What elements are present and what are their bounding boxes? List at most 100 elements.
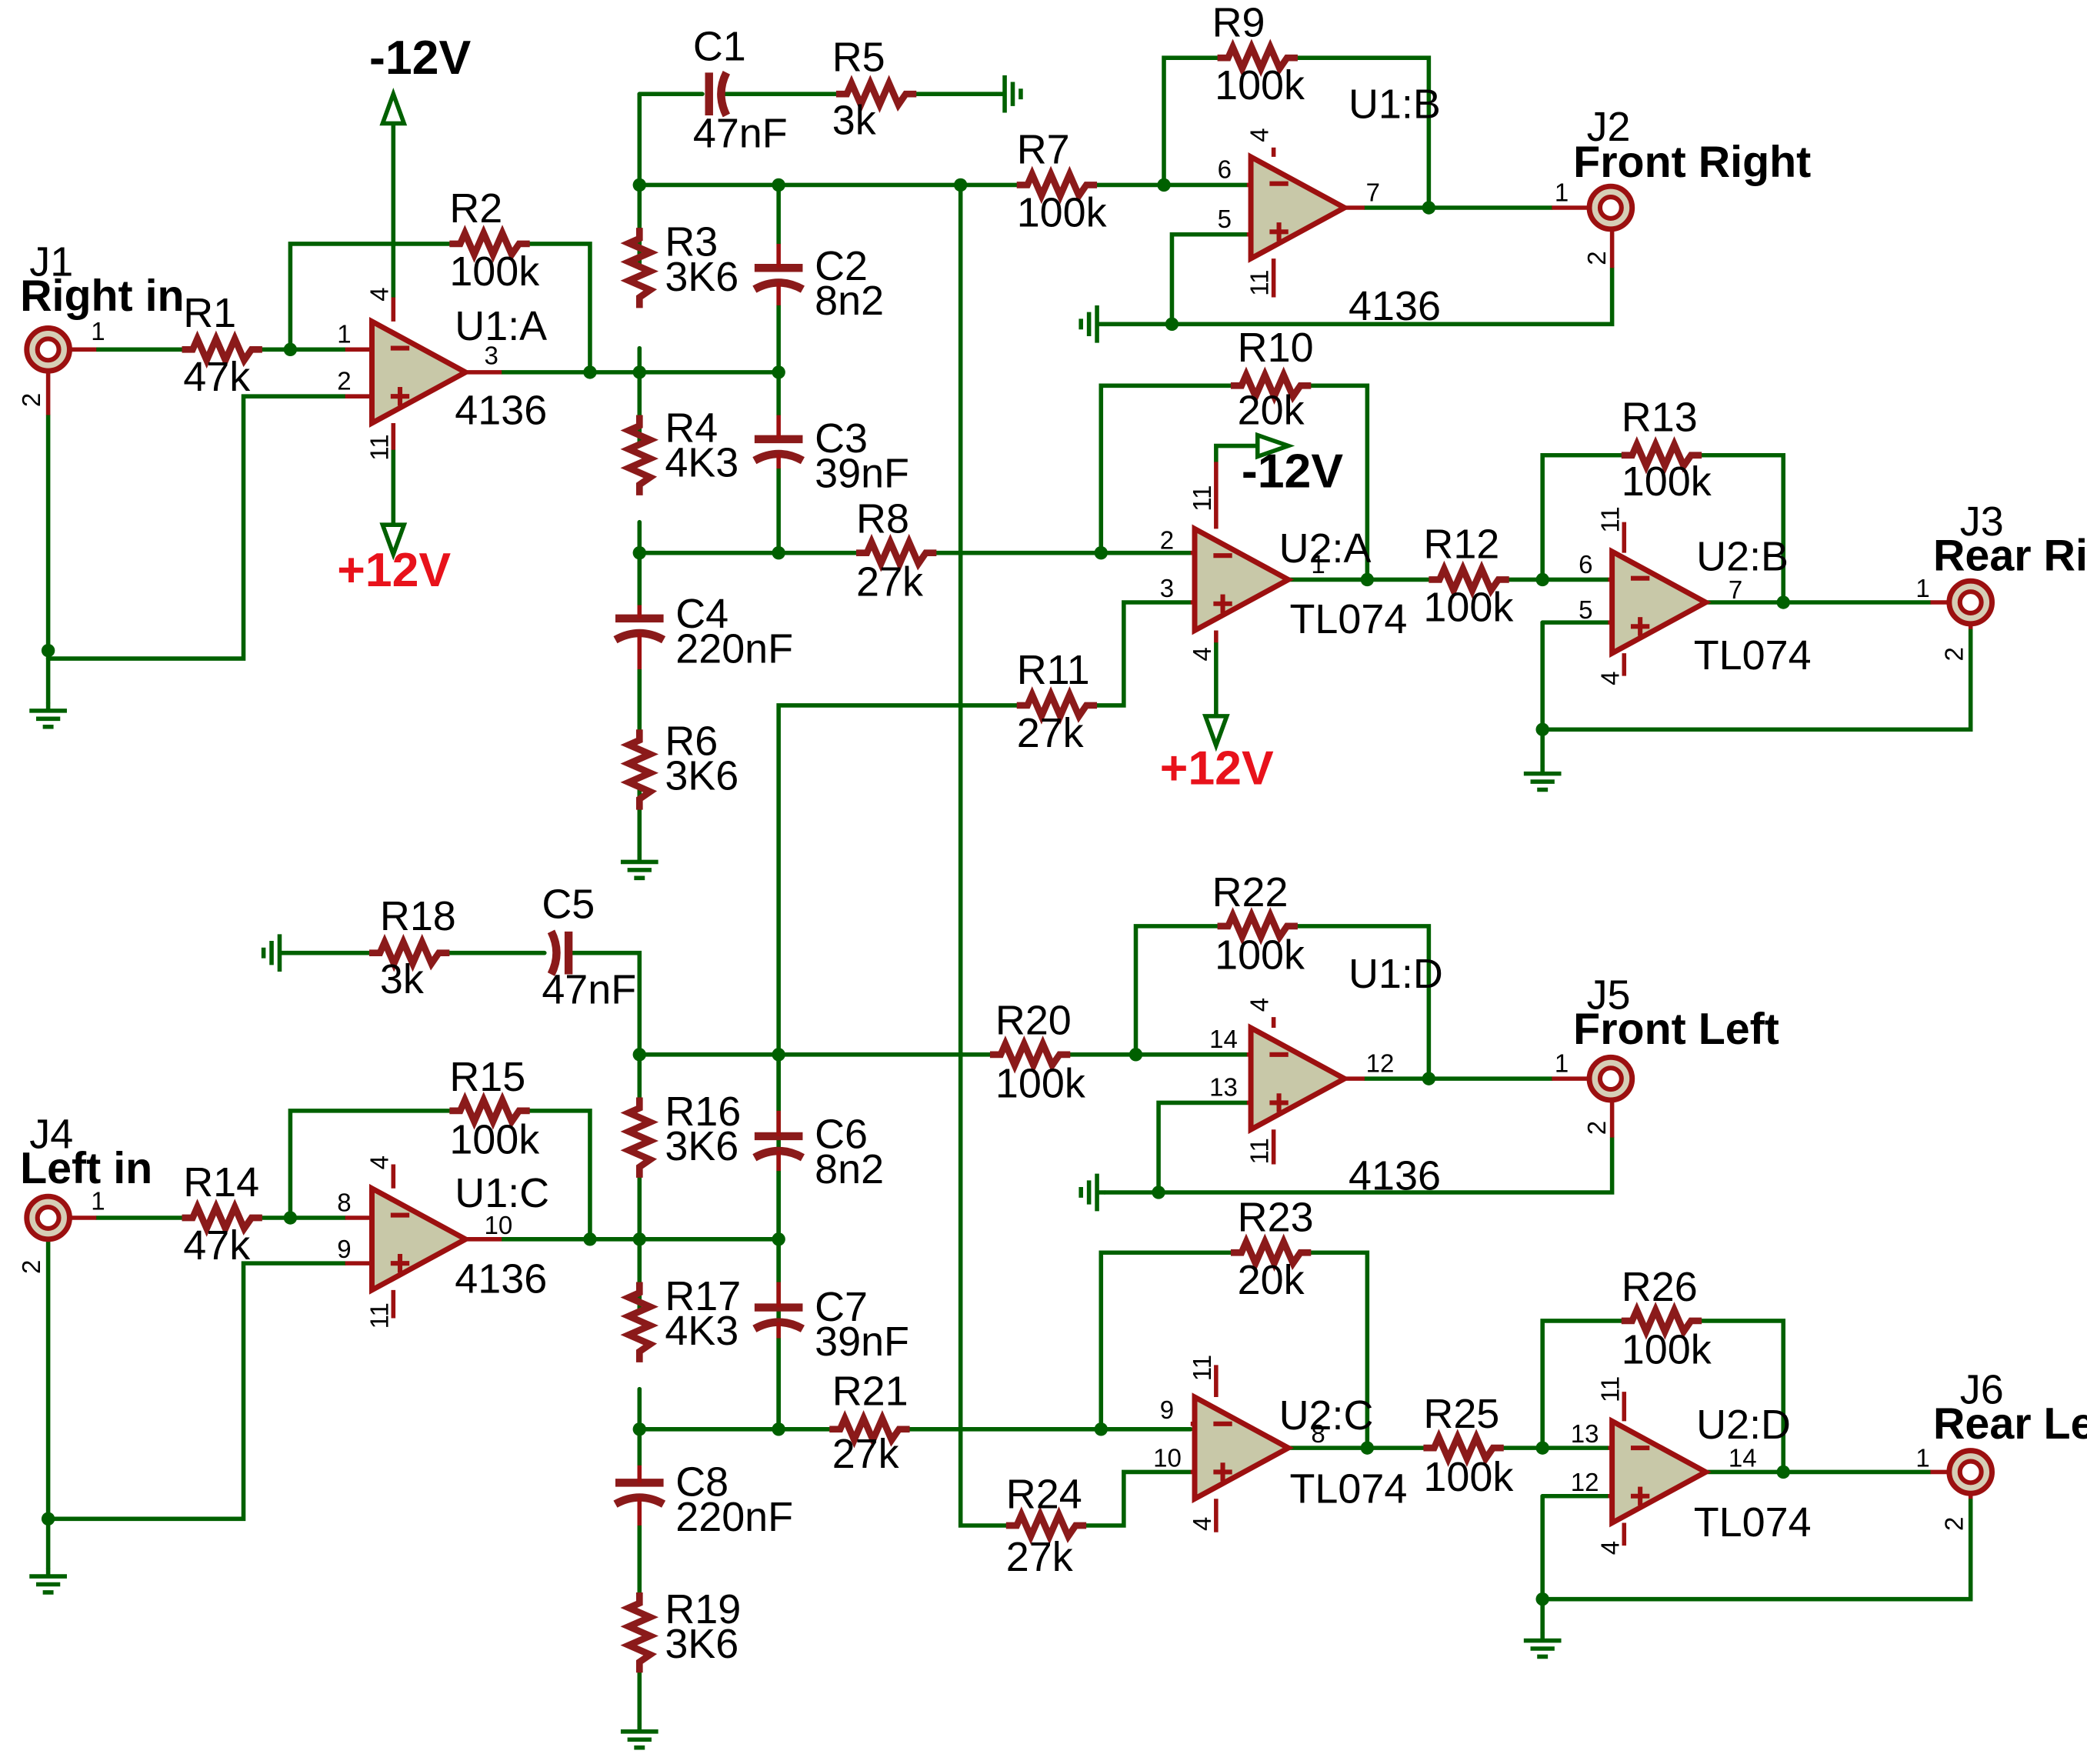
capacitor-c8	[613, 1465, 666, 1526]
pin-number: 2	[18, 1260, 46, 1274]
resistor-ref: R21	[832, 1368, 908, 1414]
pos-supply-label: +12V	[337, 543, 451, 597]
opamp-ref: U2:D	[1696, 1402, 1791, 1448]
jack-ref: J5	[1587, 972, 1631, 1019]
capacitor-value: 47nF	[542, 967, 636, 1013]
opamp-part: TL074	[1289, 596, 1407, 642]
capacitor-ref: C1	[693, 24, 746, 70]
opamp-ref: U2:C	[1279, 1392, 1374, 1439]
resistor-value: 27k	[1006, 1534, 1074, 1580]
jack-j6	[1930, 1448, 1995, 1499]
neg-supply-label: -12V	[369, 31, 471, 85]
pin-number: 4	[1189, 1517, 1217, 1531]
pin-number: 2	[1940, 647, 1969, 661]
pos-supply-arrow	[1202, 714, 1230, 752]
pin-number: 11	[1596, 506, 1625, 532]
jack-j2	[1552, 183, 1635, 268]
neg-supply-arrow	[379, 88, 408, 126]
resistor-value: 100k	[1215, 62, 1305, 108]
pin-number: 2	[337, 368, 351, 396]
capacitor-ref: C8	[675, 1459, 728, 1506]
resistor-ref: R20	[995, 998, 1072, 1044]
resistor-value: 4K3	[665, 440, 738, 486]
resistor-r6	[628, 729, 650, 809]
resistor-ref: R23	[1238, 1194, 1314, 1240]
capacitor-ref: C7	[815, 1284, 868, 1330]
pin-number: 2	[1940, 1517, 1969, 1531]
pin-number: 9	[337, 1235, 351, 1264]
resistor-ref: R6	[665, 718, 718, 764]
opamp-part: 4136	[455, 1255, 547, 1302]
resistor-ref: R16	[665, 1089, 741, 1135]
resistor-value: 100k	[1017, 189, 1108, 235]
capacitor-value: 39nF	[815, 1319, 909, 1365]
ground-symbol	[29, 1569, 67, 1592]
capacitor-c1	[705, 71, 731, 118]
pin-number: 7	[1729, 576, 1742, 605]
pin-number: 4	[365, 1155, 394, 1169]
pin-number: 4	[365, 287, 394, 301]
opamp-part: TL074	[1694, 632, 1812, 679]
pos-supply-label: +12V	[1160, 742, 1274, 795]
resistor-value: 27k	[1017, 710, 1085, 756]
pos-supply-arrow	[379, 522, 408, 561]
pin-number: 8	[337, 1189, 351, 1217]
pin-number: 4	[1246, 998, 1275, 1012]
ground-symbol	[1079, 1173, 1105, 1212]
opamp-ref: U1:B	[1349, 81, 1441, 127]
opamp-part: TL074	[1289, 1466, 1407, 1512]
resistor-ref: R25	[1423, 1391, 1499, 1437]
opamp-u2a	[1190, 462, 1289, 643]
ground-symbol	[1524, 765, 1562, 789]
resistor-ref: R4	[665, 405, 718, 451]
pin-number: 2	[1583, 1121, 1612, 1135]
pin-number: 9	[1160, 1396, 1174, 1425]
capacitor-value: 47nF	[693, 111, 788, 157]
opamp-ref: U1:C	[455, 1170, 549, 1216]
resistor-ref: R14	[183, 1159, 259, 1205]
ground-symbol	[261, 934, 288, 972]
capacitor-value: 39nF	[815, 450, 909, 496]
opamp-part: TL074	[1694, 1499, 1812, 1546]
resistor-r19	[628, 1592, 650, 1672]
pin-number: 2	[1160, 526, 1174, 555]
resistor-value: 3K6	[665, 753, 738, 799]
pin-number: 1	[1555, 1049, 1569, 1078]
jack-name: Left in	[20, 1144, 152, 1193]
opamp-ref: U1:D	[1349, 951, 1443, 997]
resistor-r16	[628, 1097, 650, 1177]
pin-number: 14	[1729, 1444, 1757, 1472]
resistor-value: 100k	[1622, 459, 1712, 505]
resistor-ref: R5	[832, 35, 885, 81]
pin-number: 6	[1579, 551, 1592, 579]
opamp-u2c	[1190, 1365, 1289, 1532]
pin-number: 1	[1311, 551, 1325, 579]
resistor-r4	[628, 415, 650, 495]
pin-number: 11	[365, 1302, 394, 1329]
pin-number: 11	[1189, 485, 1217, 511]
capacitor-ref: C6	[815, 1112, 868, 1158]
pin-number: 6	[1218, 156, 1232, 185]
resistor-value: 20k	[1238, 388, 1305, 434]
pin-number: 1	[91, 318, 105, 346]
resistor-ref: R17	[665, 1273, 741, 1319]
pin-number: 4	[1189, 647, 1217, 661]
capacitor-c7	[752, 1282, 805, 1339]
jack-j5	[1552, 1054, 1635, 1138]
capacitor-c4	[613, 605, 666, 669]
ground-symbol	[996, 75, 1023, 113]
resistor-ref: R2	[449, 185, 502, 232]
resistor-ref: R10	[1238, 325, 1314, 371]
pin-number: 11	[1246, 1138, 1275, 1164]
ground-symbol	[621, 1723, 658, 1747]
opamp-ref: U2:B	[1696, 533, 1789, 579]
resistor-r17	[628, 1282, 650, 1362]
resistor-ref: R9	[1212, 0, 1265, 45]
opamp-part: 4136	[1349, 1152, 1441, 1199]
pin-number: 2	[18, 393, 46, 407]
capacitor-c3	[752, 415, 805, 469]
pin-number: 1	[1915, 1444, 1929, 1472]
resistor-value: 3K6	[665, 1123, 738, 1169]
pin-number: 8	[1311, 1420, 1325, 1449]
jack-j4	[24, 1193, 97, 1242]
